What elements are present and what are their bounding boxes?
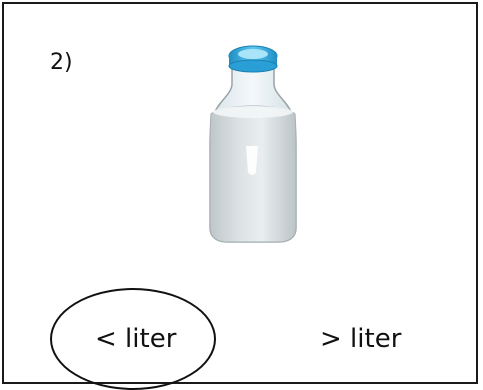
choice-more-than-liter[interactable]: > liter bbox=[320, 324, 402, 354]
question-number: 2) bbox=[50, 50, 73, 75]
milk-bottle-icon bbox=[209, 45, 297, 243]
choice-less-than-liter[interactable]: < liter bbox=[95, 324, 177, 354]
